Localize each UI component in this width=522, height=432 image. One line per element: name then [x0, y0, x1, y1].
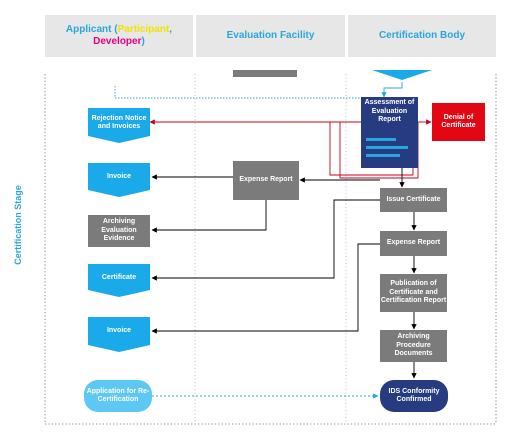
node-publication-label: Publication of Certificate and Certifica…	[380, 280, 447, 305]
doc-line-1	[366, 138, 396, 141]
node-invoice-2-label: Invoice	[106, 327, 132, 335]
node-archiving-documents: Archiving Procedure Documents	[380, 330, 447, 362]
header-applicant-suffix: )	[141, 36, 145, 47]
node-assessment-label: Assessment of Evaluation Report	[364, 99, 415, 123]
node-denial-label: Denial of Certificate	[441, 113, 476, 130]
node-denial: Denial of Certificate	[432, 103, 485, 141]
node-body-expense-report-label: Expense Report	[386, 239, 441, 247]
header-separator: ,	[169, 24, 173, 35]
node-archiving-evidence-label: Archiving Evaluation Evidence	[101, 218, 137, 243]
header-applicant-prefix: Applicant (	[65, 24, 118, 35]
feed-line-dotted	[114, 86, 384, 99]
node-archiving-evidence: Archiving Evaluation Evidence	[88, 215, 150, 247]
arrow-to-archiving-evidence	[151, 200, 267, 233]
doc-line-3	[366, 154, 400, 157]
node-invoice-1-label: Invoice	[106, 172, 132, 180]
node-archiving-documents-label: Archiving Procedure Documents	[394, 333, 433, 358]
arrow-to-invoice-2	[151, 243, 380, 334]
invoice-1-chevron	[88, 163, 150, 197]
node-rejection-notice: Rejection Notice and Invoices	[88, 108, 150, 138]
node-invoice-2: Invoice	[88, 317, 150, 346]
node-invoice-1: Invoice	[88, 163, 150, 191]
arrow-to-certificate	[151, 199, 380, 281]
node-certificate-label: Certificate	[101, 273, 137, 281]
node-recertification-label: Application for Re-Certification	[86, 387, 150, 404]
header-evaluation-facility: Evaluation Facility	[196, 15, 345, 57]
node-rejection-notice-label: Rejection Notice and Invoices	[91, 114, 147, 131]
header-participant: Participant	[117, 24, 170, 35]
continued-gray-node	[233, 70, 297, 77]
header-certification-body: Certification Body	[348, 15, 496, 57]
node-issue-certificate-label: Issue Certificate	[386, 195, 441, 203]
node-certificate: Certificate	[88, 264, 150, 292]
feed-arrow	[381, 82, 403, 98]
node-conformity-label: IDS Conformity Confirmed	[388, 387, 440, 404]
node-recertification: Application for Re-Certification	[84, 380, 152, 412]
doc-line-2	[366, 146, 408, 149]
node-conformity: IDS Conformity Confirmed	[380, 380, 448, 412]
node-publication: Publication of Certificate and Certifica…	[380, 274, 447, 312]
red-loop-1	[329, 122, 414, 176]
header-applicant: Applicant (Participant, Developer)	[45, 15, 193, 57]
invoice-2-chevron	[88, 317, 150, 352]
header-developer: Developer	[93, 36, 142, 47]
node-facility-expense-report-label: Expense Report	[239, 176, 293, 184]
header-certification-body-label: Certification Body	[378, 30, 466, 41]
node-facility-expense-report: Expense Report	[233, 161, 299, 200]
node-issue-certificate: Issue Certificate	[380, 188, 447, 212]
rejection-chevron	[88, 108, 150, 143]
header-evaluation-facility-label: Evaluation Facility	[226, 30, 315, 41]
node-assessment: Assessment of Evaluation Report	[361, 99, 418, 133]
node-body-expense-report: Expense Report	[380, 231, 447, 256]
certificate-chevron	[88, 264, 150, 297]
continued-blue-node	[372, 70, 432, 80]
